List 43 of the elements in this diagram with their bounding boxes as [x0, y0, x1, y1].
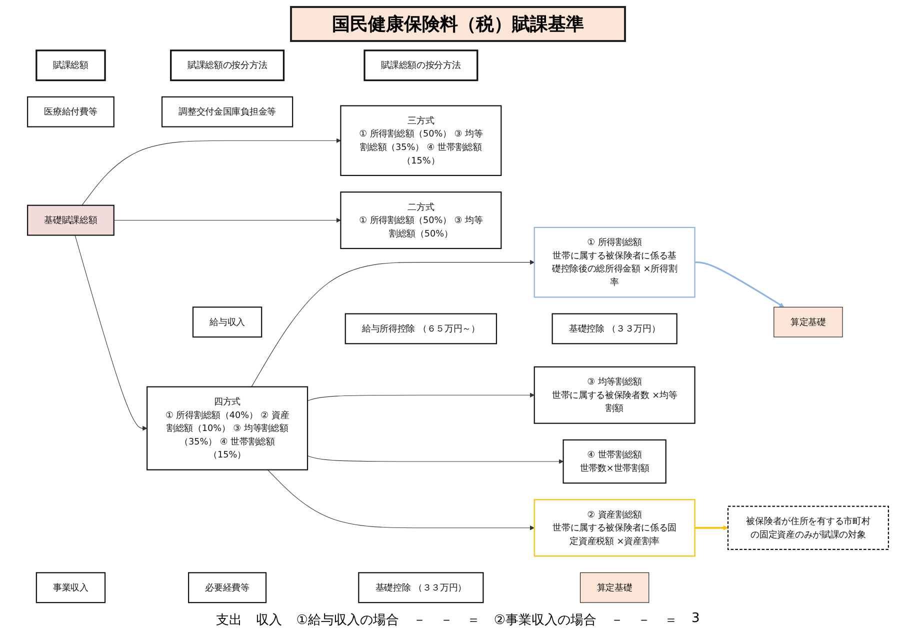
node-box: 必要経費等	[188, 572, 267, 604]
arrow	[82, 138, 341, 206]
node-box: 基礎控除 （３３万円）	[552, 313, 678, 344]
node-box: 給与収入	[192, 306, 262, 338]
note-text: －	[440, 612, 453, 629]
arrow	[694, 262, 784, 308]
node-box: 四方式 ① 所得割総額（40%） ② 資産割総額（10%） ③ 均等割総額（35%） ④ 世帯割総額（15%）	[146, 386, 308, 470]
node-box: 賦課総額	[36, 50, 106, 82]
note-text: 支出	[216, 612, 242, 629]
arrow	[74, 234, 148, 431]
node-box: ② 資産割総額 世帯に属する被保険者に係る固定資産税額 ×資産割率	[534, 499, 696, 557]
note-text: ②事業収入の場合	[494, 612, 597, 629]
node-box: ① 所得割総額 世帯に属する被保険者に係る基礎控除後の総所得金額 ×所得割率	[534, 226, 696, 298]
node-box: ④ 世帯割総額 世帯数×世帯割額	[562, 439, 666, 484]
node-box: 賦課総額の按分方法	[364, 50, 478, 82]
node-box: 三方式 ① 所得割総額（50%） ③ 均等割総額（35%） ④ 世帯割総額（15%）	[340, 105, 502, 176]
node-box: 基礎賦課総額	[27, 204, 114, 236]
node-box: 給与所得控除 （６５万円～）	[344, 313, 498, 344]
node-box: ③ 均等割総額 世帯に属する被保険者数 ×均等割額	[534, 366, 696, 424]
node-box: 医療給付費等	[27, 96, 114, 128]
node-box: 基礎控除 （３３万円）	[358, 572, 484, 604]
note-text: ①給与収入の場合	[296, 612, 399, 629]
note-text: 3	[692, 611, 700, 628]
node-box: 被保険者が住所を有する市町村の固定資産のみが賦課の対象	[727, 506, 889, 550]
note-text: －	[638, 612, 651, 629]
node-box: 二方式 ① 所得割総額（50%） ③ 均等割総額（50%）	[340, 192, 502, 250]
arrow	[307, 456, 564, 464]
arrow	[307, 392, 535, 402]
arrow	[267, 470, 535, 530]
node-box: 調整交付金国庫負担金等	[161, 96, 294, 128]
note-text: －	[610, 612, 624, 629]
note-text: ＝	[466, 612, 480, 629]
node-box: 事業収入	[36, 572, 106, 604]
title-banner: 国民健康保険料（税）賦課基準	[290, 6, 626, 42]
node-box: 賦課総額の按分方法	[170, 50, 285, 82]
node-box: 算定基礎	[580, 572, 650, 603]
arrow	[251, 260, 535, 388]
arrow	[114, 218, 341, 223]
note-text: －	[412, 612, 426, 629]
node-box: 算定基礎	[774, 306, 843, 338]
note-text: ＝	[664, 612, 678, 629]
arrow	[694, 525, 728, 530]
note-text: 収入	[256, 612, 282, 629]
